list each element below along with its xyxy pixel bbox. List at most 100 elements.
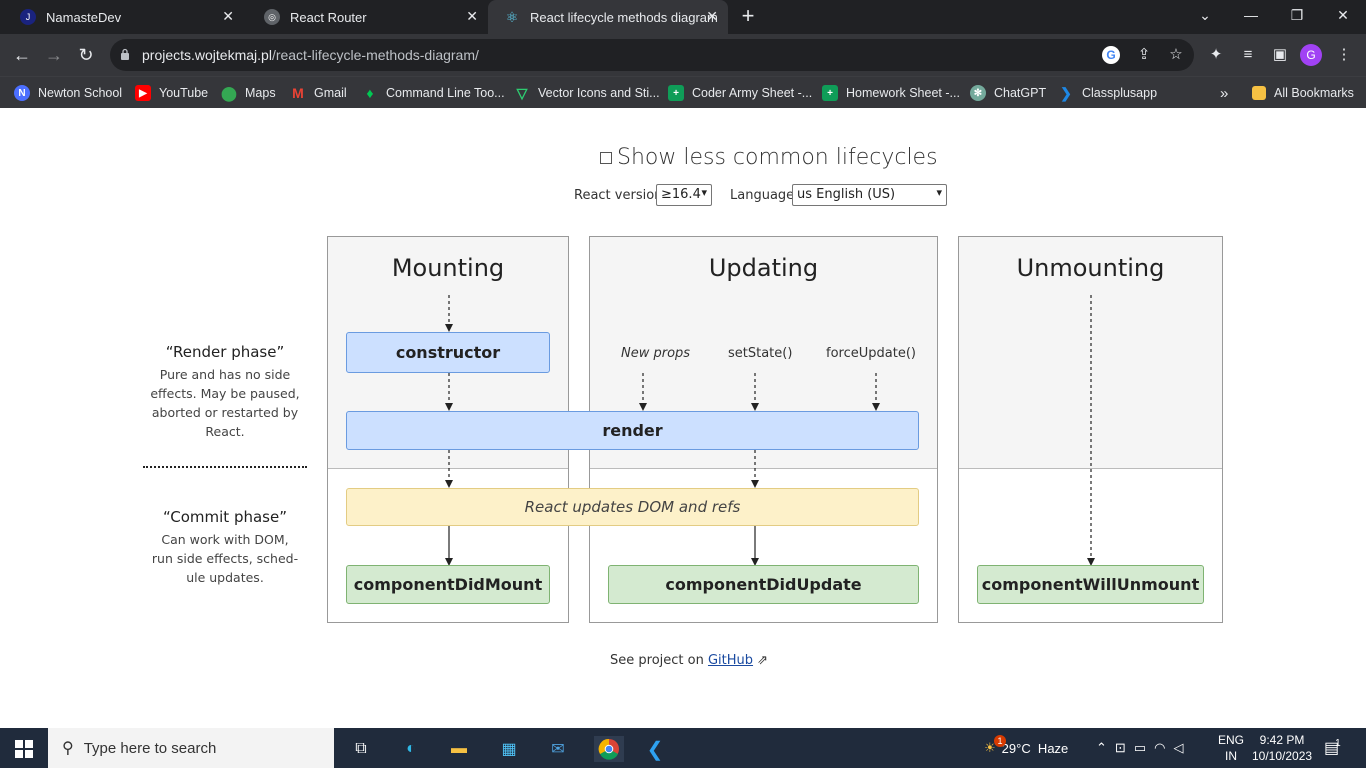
edge-icon[interactable]: ◐ — [406, 740, 416, 757]
star-icon[interactable]: ☆ — [1169, 46, 1183, 63]
tab-search-icon[interactable]: ⌄ — [1199, 7, 1211, 23]
globe-icon: ◎ — [264, 9, 280, 25]
render-phase-note: “Render phase” Pure and has no side effe… — [150, 343, 300, 441]
notifications-icon[interactable]: ▤1 — [1324, 737, 1341, 758]
component-did-mount-box[interactable]: componentDidMount — [346, 565, 550, 604]
date-text: 10/10/2023 — [1252, 749, 1313, 763]
extensions-icon[interactable]: ✦ — [1209, 46, 1223, 63]
trigger-force-update: forceUpdate() — [826, 346, 916, 361]
checkbox[interactable] — [600, 151, 612, 164]
github-link[interactable]: GitHub — [707, 653, 754, 668]
bookmark-coder-army[interactable]: +Coder Army Sheet -... — [668, 83, 812, 103]
less-common-toggle[interactable]: Show less common lifecycles — [600, 145, 938, 170]
language-label: Language — [730, 188, 795, 203]
render-phase-description: Pure and has no side effects. May be pau… — [150, 367, 300, 439]
updating-heading: Updating — [708, 254, 819, 282]
more-bookmarks-icon[interactable]: » — [1220, 84, 1229, 102]
avatar[interactable]: G — [1300, 44, 1322, 66]
windows-start-icon[interactable] — [11, 736, 37, 762]
menu-icon[interactable]: ⋮ — [1336, 46, 1352, 63]
vector-icon: ▽ — [516, 84, 528, 101]
bookmark-label: Command Line Too... — [386, 86, 505, 100]
phase-divider — [143, 466, 307, 468]
store-icon[interactable]: ▦ — [501, 741, 517, 758]
weather-badge: 1 — [994, 735, 1006, 747]
close-icon[interactable]: ✕ — [466, 8, 478, 24]
constructor-box[interactable]: constructor — [346, 332, 550, 373]
wifi-icon[interactable]: ◠ — [1154, 740, 1174, 755]
time-text: 9:42 PM — [1259, 733, 1305, 747]
mail-icon[interactable]: ✉ — [551, 741, 565, 758]
tab-namastedev[interactable]: J NamasteDev ✕ — [4, 0, 244, 34]
react-version-select[interactable]: ≥16.4▾ — [656, 184, 712, 206]
youtube-icon: ▶ — [135, 85, 151, 101]
bookmark-maps[interactable]: ⬤Maps — [221, 83, 276, 103]
meet-icon[interactable]: ⊡ — [1114, 740, 1134, 755]
back-icon[interactable]: ← — [13, 45, 31, 65]
all-bookmarks[interactable]: All Bookmarks — [1252, 83, 1354, 103]
bookmark-label: Newton School — [38, 86, 123, 100]
share-icon[interactable]: ⇪ — [1137, 46, 1151, 63]
sheets-icon: + — [822, 85, 838, 101]
chatgpt-icon: ✻ — [970, 85, 986, 101]
tab-react-router[interactable]: ◎ React Router ✕ — [248, 0, 488, 34]
component-did-update-box[interactable]: componentDidUpdate — [608, 565, 919, 604]
bookmark-homework[interactable]: + Homework Sheet -... — [822, 83, 960, 103]
chrome-icon[interactable] — [594, 736, 624, 762]
url-text: projects.wojtekmaj.pl/react-lifecycle-me… — [142, 47, 479, 63]
bookmark-label: Gmail — [314, 86, 347, 100]
chrome-logo-icon — [598, 738, 619, 760]
taskbar-search[interactable]: ⚲ Type here to search — [48, 728, 334, 768]
footer: See project on GitHub ⇗ — [610, 653, 768, 668]
minimize-icon[interactable]: — — [1244, 7, 1258, 23]
language-indicator[interactable]: ENG IN — [1218, 728, 1244, 768]
toggle-label: Show less common lifecycles — [617, 145, 938, 170]
vscode-icon[interactable]: ❮ — [646, 738, 664, 761]
volume-icon[interactable]: ◁ — [1173, 740, 1192, 755]
clock[interactable]: 9:42 PM 10/10/2023 — [1252, 728, 1312, 768]
google-icon[interactable]: G — [1102, 46, 1120, 64]
sidepanel-icon[interactable]: ▣ — [1272, 46, 1288, 63]
task-view-icon[interactable]: ⧉ — [355, 740, 367, 757]
sheets-icon: + — [668, 85, 684, 101]
bookmark-label: Homework Sheet -... — [846, 86, 960, 100]
tab-react-lifecycle[interactable]: ⚛ React lifecycle methods diagram ✕ — [488, 0, 728, 34]
lang-top: ENG — [1218, 733, 1245, 747]
media-icon[interactable]: ≡ — [1243, 46, 1253, 63]
restore-icon[interactable]: ❐ — [1290, 7, 1304, 23]
bookmark-youtube[interactable]: ▶YouTube — [135, 83, 208, 103]
bookmark-label: ChatGPT — [994, 86, 1047, 100]
external-link-icon: ⇗ — [757, 653, 769, 668]
tab-strip: J NamasteDev ✕ ◎ React Router ✕ ⚛ React … — [0, 0, 1366, 34]
chevron-up-icon[interactable]: ⌃ — [1096, 740, 1115, 755]
new-tab-icon[interactable]: + — [741, 3, 755, 28]
weather-widget[interactable]: ☀ 1 29°C Haze — [984, 728, 1068, 768]
bookmark-label: Maps — [245, 86, 276, 100]
bookmark-gmail[interactable]: M Gmail — [290, 83, 347, 103]
reload-icon[interactable]: ↻ — [78, 45, 94, 65]
close-window-icon[interactable]: ✕ — [1337, 7, 1349, 23]
language-select[interactable]: us English (US)▾ — [792, 184, 947, 206]
render-box[interactable]: render — [346, 411, 919, 450]
component-will-unmount-box[interactable]: componentWillUnmount — [977, 565, 1204, 604]
bookmark-command-line[interactable]: ♦Command Line Too... — [362, 83, 505, 103]
trigger-set-state: setState() — [728, 346, 793, 361]
bookmark-chatgpt[interactable]: ✻ ChatGPT — [970, 83, 1046, 103]
gmail-icon: M — [292, 85, 304, 101]
battery-icon[interactable]: ▭ — [1133, 740, 1155, 755]
close-icon[interactable]: ✕ — [222, 8, 234, 24]
bookmark-label: Classplusapp — [1082, 86, 1158, 100]
folder-icon — [1252, 86, 1266, 100]
bookmark-vector-icons[interactable]: ▽Vector Icons and Sti... — [514, 83, 660, 103]
forward-icon[interactable]: → — [45, 45, 63, 65]
close-icon[interactable]: ✕ — [706, 8, 718, 24]
page-content: Show less common lifecycles React versio… — [0, 108, 1366, 728]
react-icon: ⚛ — [505, 8, 519, 25]
bookmark-classplus[interactable]: ❯Classplusapp — [1058, 83, 1157, 103]
file-explorer-icon[interactable]: ▬ — [451, 740, 467, 757]
commit-phase-description: Can work with DOM, run side effects, sch… — [151, 532, 299, 585]
tab-title: React lifecycle methods diagram — [530, 9, 718, 25]
address-bar[interactable]: projects.wojtekmaj.pl/react-lifecycle-me… — [110, 39, 1194, 71]
windows-taskbar: ⚲ Type here to search ⧉ ◐ ▬ ▦ ✉ ❮ ☀ 1 29… — [0, 728, 1366, 768]
